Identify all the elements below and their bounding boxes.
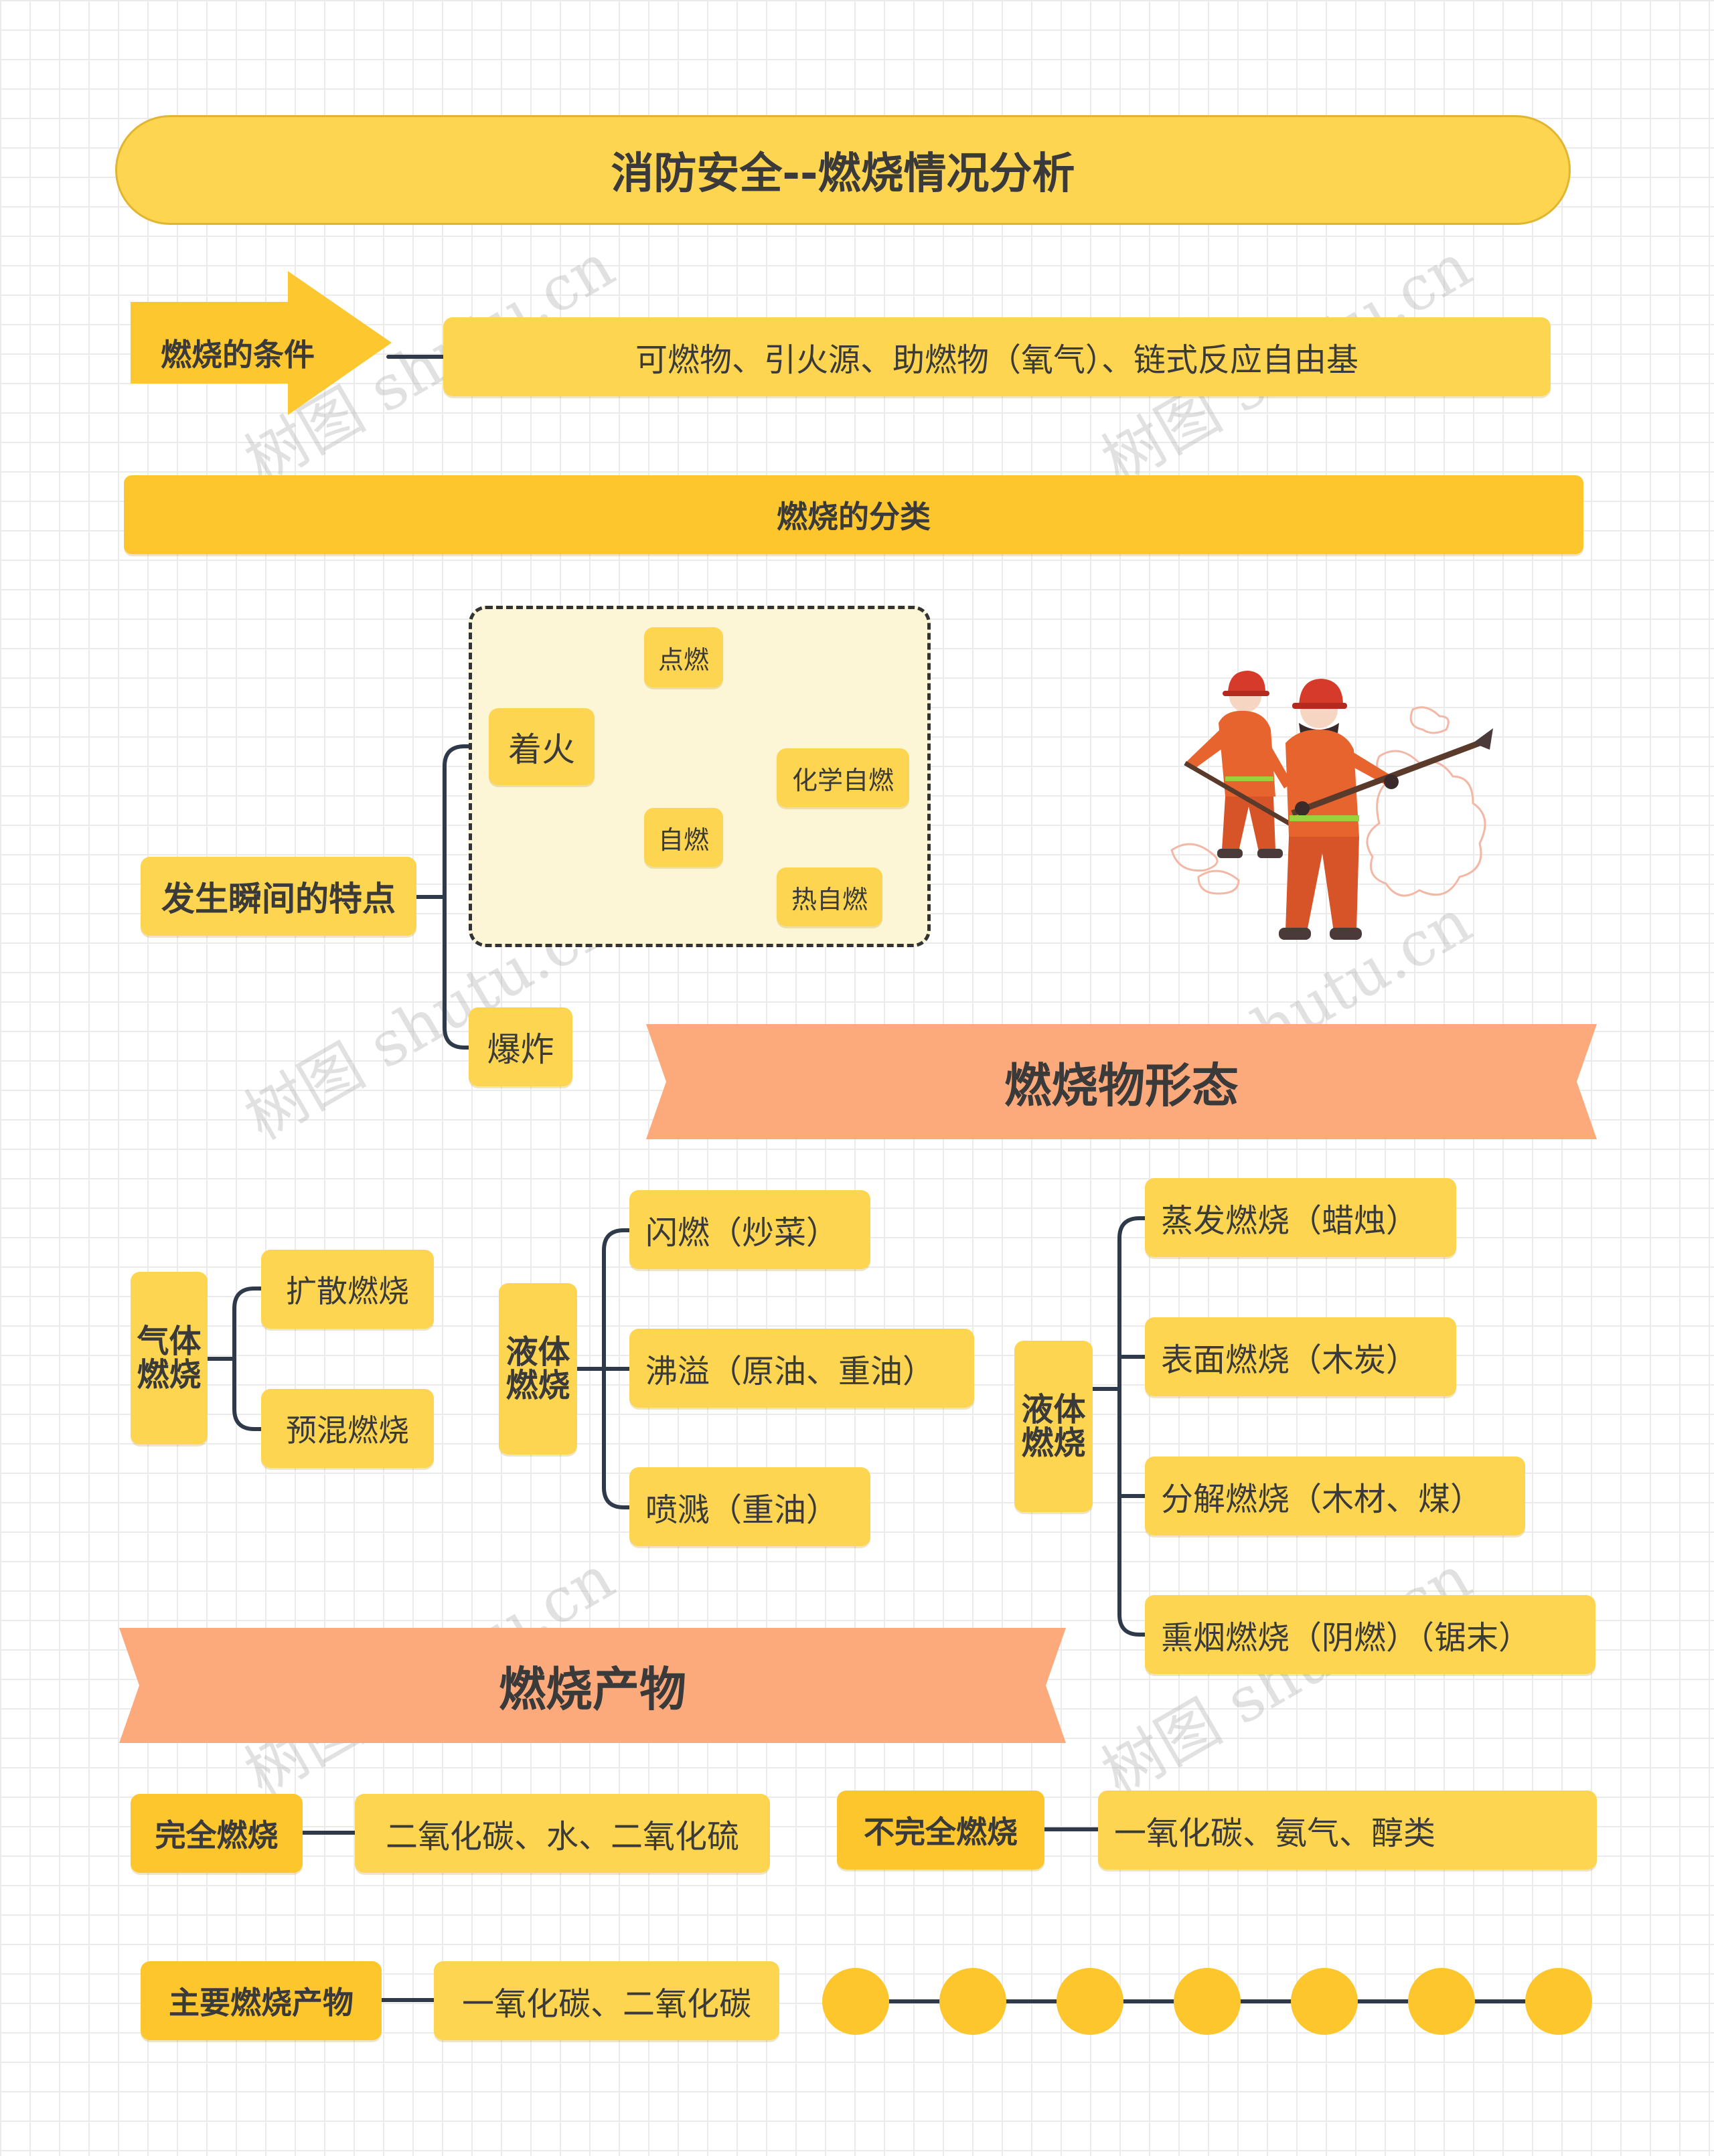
node-explode: 爆炸 [469,1007,572,1086]
products-banner: 燃烧产物 [499,1661,686,1717]
node-self-burn: 自燃 [644,808,723,867]
firefighters-illustration [1170,671,1493,940]
gas-item: 扩散燃烧 [261,1250,434,1329]
gas-item: 预混燃烧 [261,1389,434,1468]
solid-item: 熏烟燃烧（阴燃）（锯末） [1145,1595,1595,1674]
decor-dot [822,1968,889,2035]
node-chem-self: 化学自燃 [777,748,909,807]
decor-dot [1525,1968,1592,2035]
incomplete-value: 一氧化碳、氨气、醇类 [1098,1791,1597,1870]
forms-banner: 燃烧物形态 [1004,1058,1239,1113]
decor-dot [939,1968,1006,2035]
node-ignite: 着火 [489,708,595,785]
forms-banner-shape [646,1024,1597,1139]
solid-item: 分解燃烧（木材、煤） [1145,1457,1525,1536]
liquid-label: 液体燃烧 [499,1283,577,1455]
conditions-label: 燃烧的条件 [161,337,315,373]
liquid-item: 沸溢（原油、重油） [629,1329,974,1408]
main-products-label: 主要燃烧产物 [141,1961,382,2040]
arrow-shape [131,271,392,415]
decor-dot [1057,1968,1123,2035]
liquid-item: 喷溅（重油） [629,1467,870,1546]
products-banner-shape [119,1628,1066,1743]
page-title: 消防安全--燃烧情况分析 [115,115,1571,225]
decor-dot [1408,1968,1475,2035]
solid-item: 蒸发燃烧（蜡烛） [1145,1178,1456,1257]
gas-label: 气体燃烧 [131,1272,208,1444]
classify-root: 发生瞬间的特点 [141,857,416,936]
classification-header: 燃烧的分类 [124,475,1583,554]
incomplete-label: 不完全燃烧 [837,1791,1044,1870]
complete-value: 二氧化碳、水、二氧化硫 [355,1794,770,1873]
complete-label: 完全燃烧 [131,1794,303,1873]
node-point-burn: 点燃 [644,627,723,687]
main-products-value: 一氧化碳、二氧化碳 [434,1961,779,2040]
node-heat-self: 热自燃 [777,867,882,926]
solid-item: 表面燃烧（木炭） [1145,1317,1456,1396]
decor-dot [1174,1968,1241,2035]
conditions-value: 可燃物、引火源、助燃物（氧气）、链式反应自由基 [443,317,1551,396]
solid-label: 液体燃烧 [1014,1341,1093,1512]
decor-dot [1291,1968,1358,2035]
liquid-item: 闪燃（炒菜） [629,1190,870,1269]
